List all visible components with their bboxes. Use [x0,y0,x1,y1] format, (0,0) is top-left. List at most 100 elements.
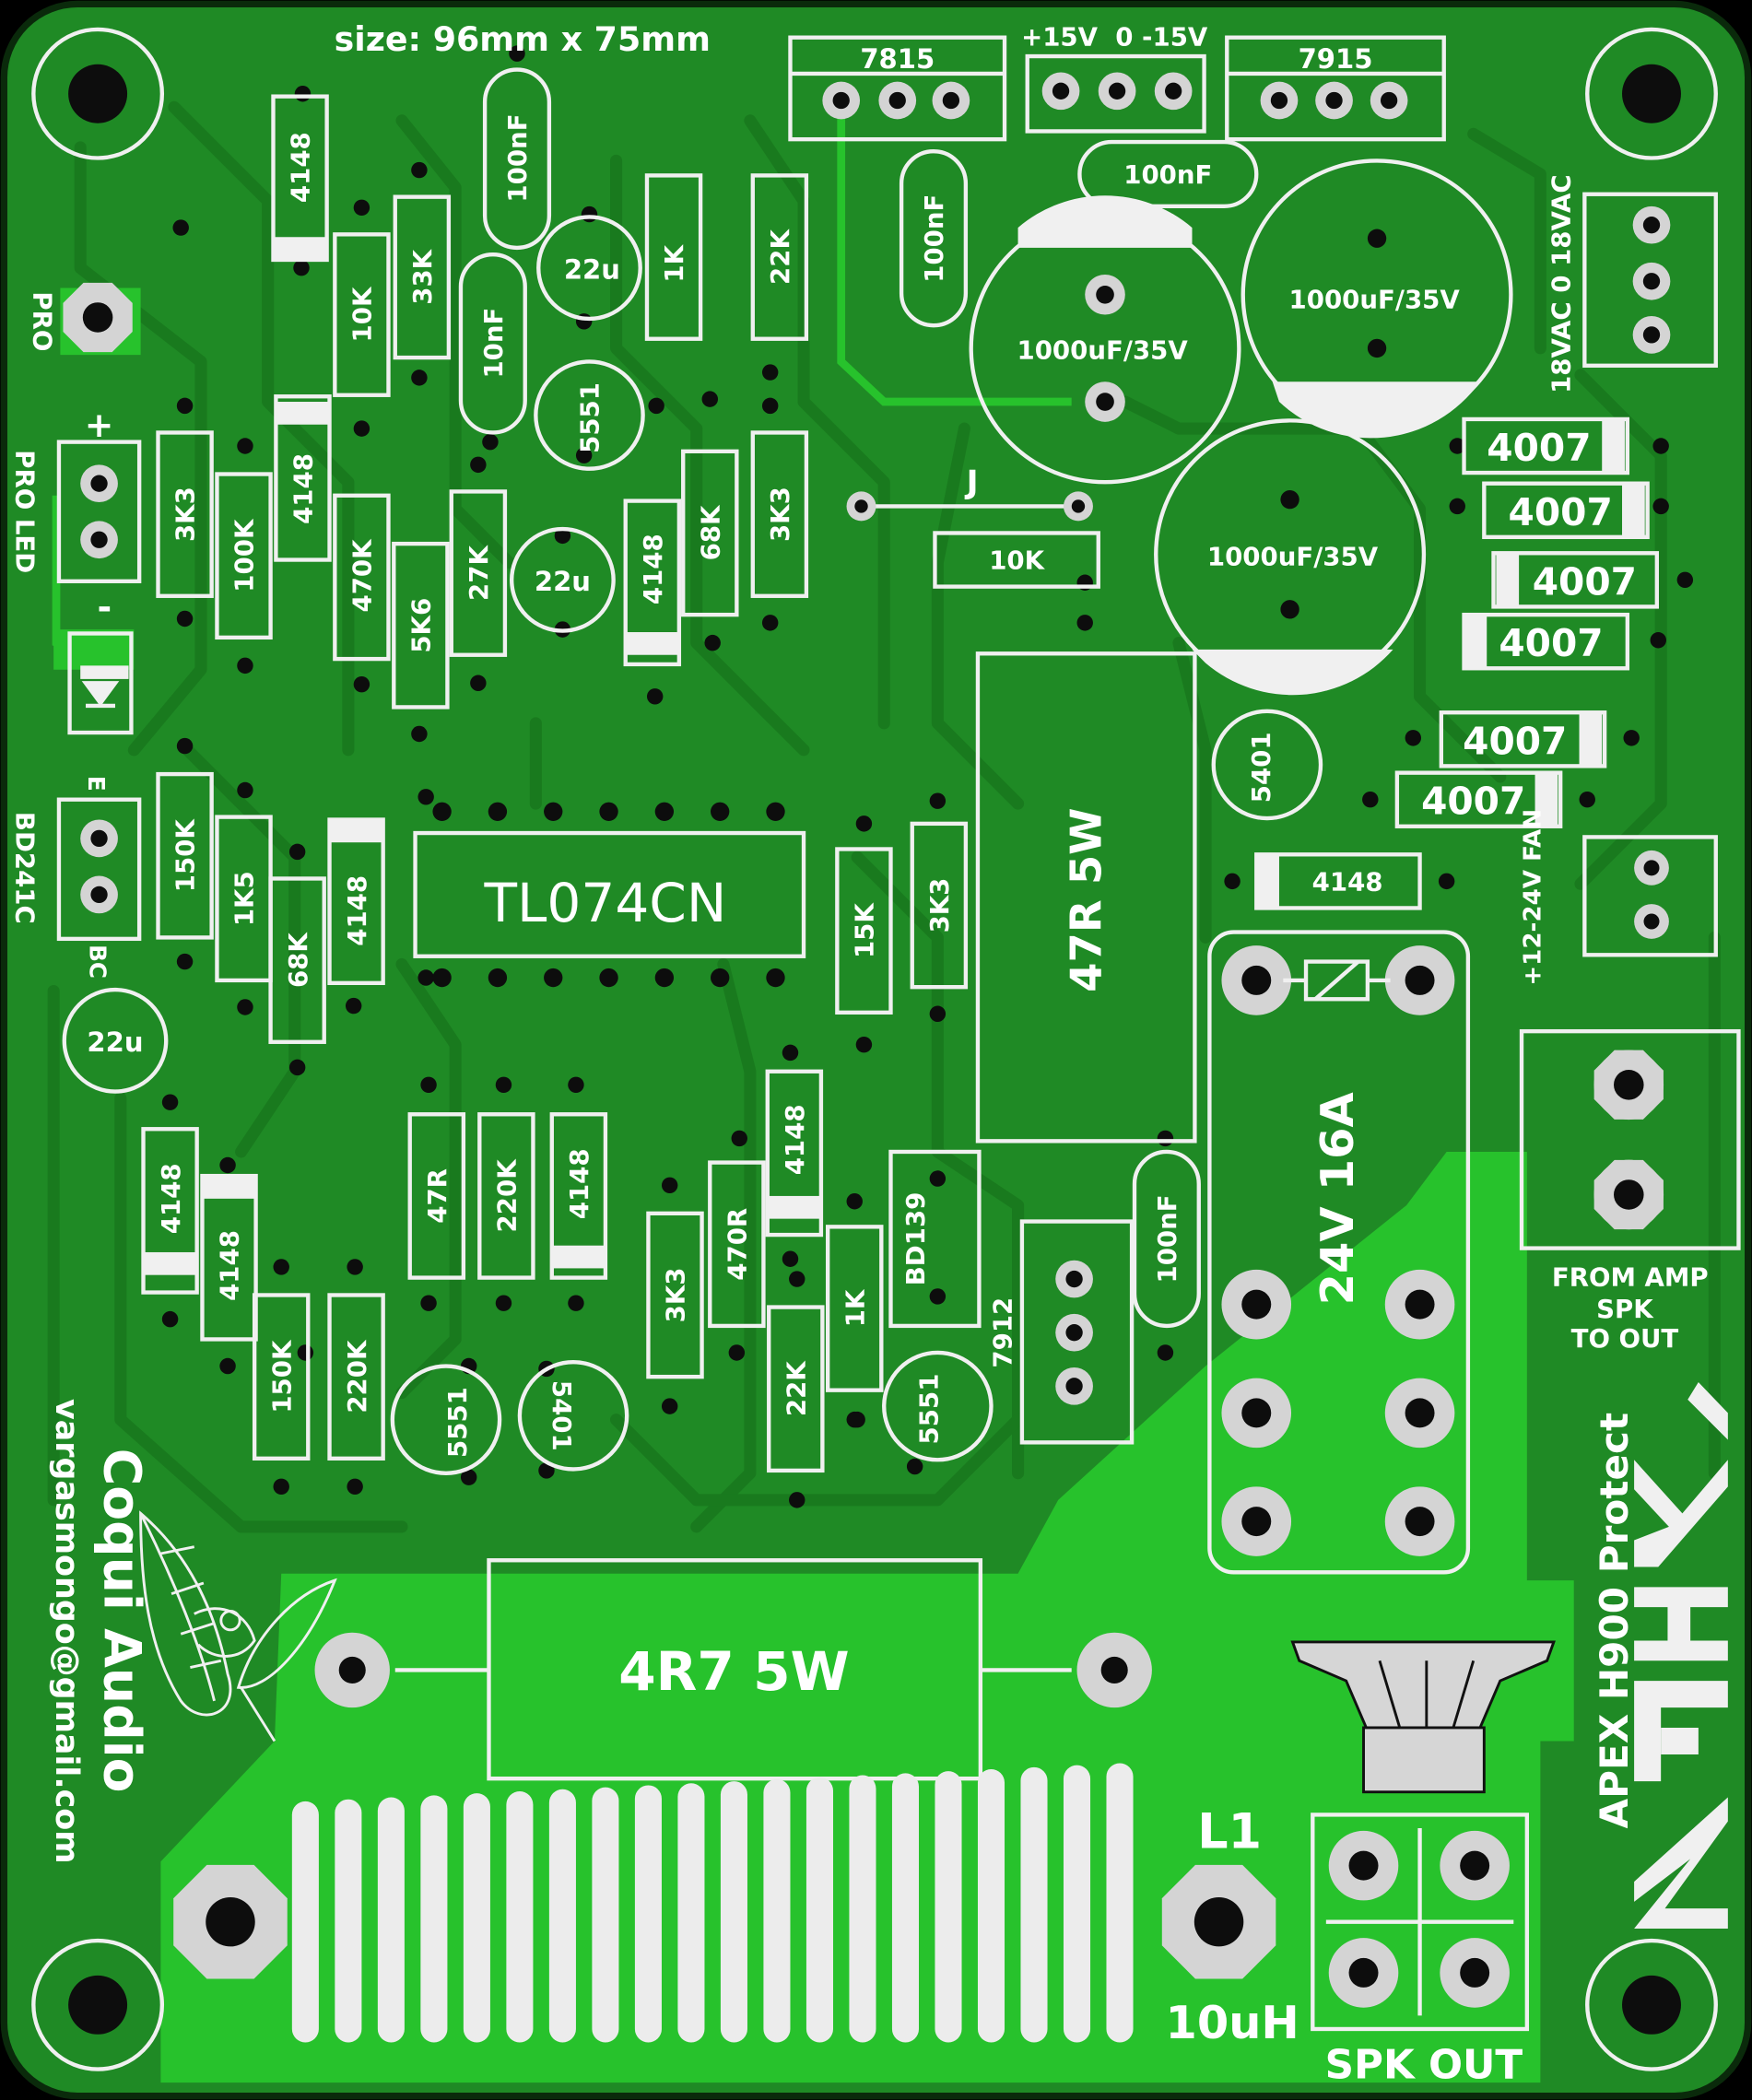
res-68k-2-label: 68K [283,932,313,988]
via [347,1259,363,1275]
coil-winding [977,1768,1005,2043]
res-15k-label: 15K [850,902,880,958]
pro-led-label: PRO LED [9,450,40,573]
via [1438,873,1455,890]
resistor-pad [314,1632,390,1708]
ic-pin [488,968,508,988]
via [353,675,370,693]
res-1k-1-label: 1K [659,243,689,282]
round-pad [1632,205,1671,244]
email-text: vargasmongo@gmail.com [48,1399,85,1864]
via [646,688,664,705]
via [568,1076,584,1094]
bd241c-label: BD241C [9,812,40,924]
cap-1000uf-2-label: 1000uF/35V [1289,284,1461,314]
power-pad [1384,1378,1455,1449]
via [1579,791,1595,808]
round-pad [1632,316,1671,354]
via [161,1094,179,1110]
coil-winding [420,1795,448,2043]
cap-10nf-label: 10nF [478,308,509,379]
res-3k3-2-label: 3K3 [765,487,795,542]
via [789,1492,805,1508]
via [661,1398,678,1414]
pads [63,72,1671,2008]
coil-winding [1020,1766,1048,2043]
via [575,447,593,463]
round-pad [1063,491,1093,522]
res-5k6-label: 5K6 [406,598,437,653]
tr-5551-1-label: 5551 [575,382,606,453]
via [929,792,947,809]
via [172,219,189,236]
via [929,1288,947,1305]
round-pad [1085,381,1125,422]
ic-pin [488,802,508,821]
diode-4148-5-label: 4148 [780,1104,810,1175]
via [288,843,306,861]
via [855,1036,873,1053]
round-pad [80,875,118,914]
via [470,456,487,474]
cap-1000uf-3-label: 1000uF/35V [1207,541,1379,571]
via [1157,1130,1174,1147]
via [273,1478,289,1496]
diode-4007-6-label: 4007 [1421,780,1525,824]
power-pad [1221,1486,1292,1556]
via [648,397,664,415]
ic-pin [544,802,563,821]
diode-4148-2-label: 4148 [288,453,319,524]
via [789,1271,805,1287]
cap-lead-hole [1367,229,1387,248]
via [460,1469,477,1485]
res-100k-label: 100K [229,518,260,592]
ic-pin [711,968,730,988]
spk-out-label: SPK OUT [1325,2043,1523,2089]
diode-4007-4-label: 4007 [1499,621,1603,665]
via [470,675,487,691]
product-text: APEX H900 Protect [1592,1413,1637,1829]
diode-4148-1-label: 4148 [286,132,316,203]
res-150k-2-label: 150K [266,1339,297,1414]
coil-winding [891,1773,920,2043]
ic-pin [544,968,563,988]
round-pad [1634,850,1669,886]
via [1650,632,1666,649]
via [288,1059,306,1076]
cap-1000uf-1-label: 1000uF/35V [1017,335,1189,366]
bright-traces [52,100,1072,660]
via [761,615,779,631]
via [345,997,362,1015]
via [1362,791,1379,808]
via [420,1076,437,1094]
res-47r-5w-label: 47R 5W [1062,808,1111,992]
round-pad [1315,81,1353,120]
via [554,527,571,545]
tr-5551-2-label: 5551 [442,1387,473,1458]
ic-pin [599,802,618,821]
via [237,999,253,1015]
power-pad [1328,1938,1399,2008]
round-pad [1041,72,1080,111]
diode-4148-9-label: 4148 [1312,867,1383,897]
coil-winding [463,1793,490,2043]
cap-lead-hole [1367,338,1387,358]
round-pad [1055,1260,1093,1298]
res-220k-2-label: 220K [342,1339,372,1414]
speaker-icon [1290,1640,1556,1794]
octagon-pad [173,1864,288,1979]
ac-in-label: 18VAC 0 18VAC [1546,174,1576,393]
via [353,420,370,437]
round-pad [1634,904,1669,939]
via [906,1458,923,1475]
res-4r7-5w-label: 4R7 5W [618,1640,849,1703]
round-pad [822,81,861,120]
coil-winding [291,1801,319,2043]
via [761,397,779,415]
from-amp-label-2: SPK [1596,1294,1654,1324]
via [294,86,312,102]
res-27k-label: 27K [464,545,494,601]
diode-4007-5-label: 4007 [1463,719,1567,763]
coil-winding [506,1790,534,2043]
via [1449,438,1465,454]
